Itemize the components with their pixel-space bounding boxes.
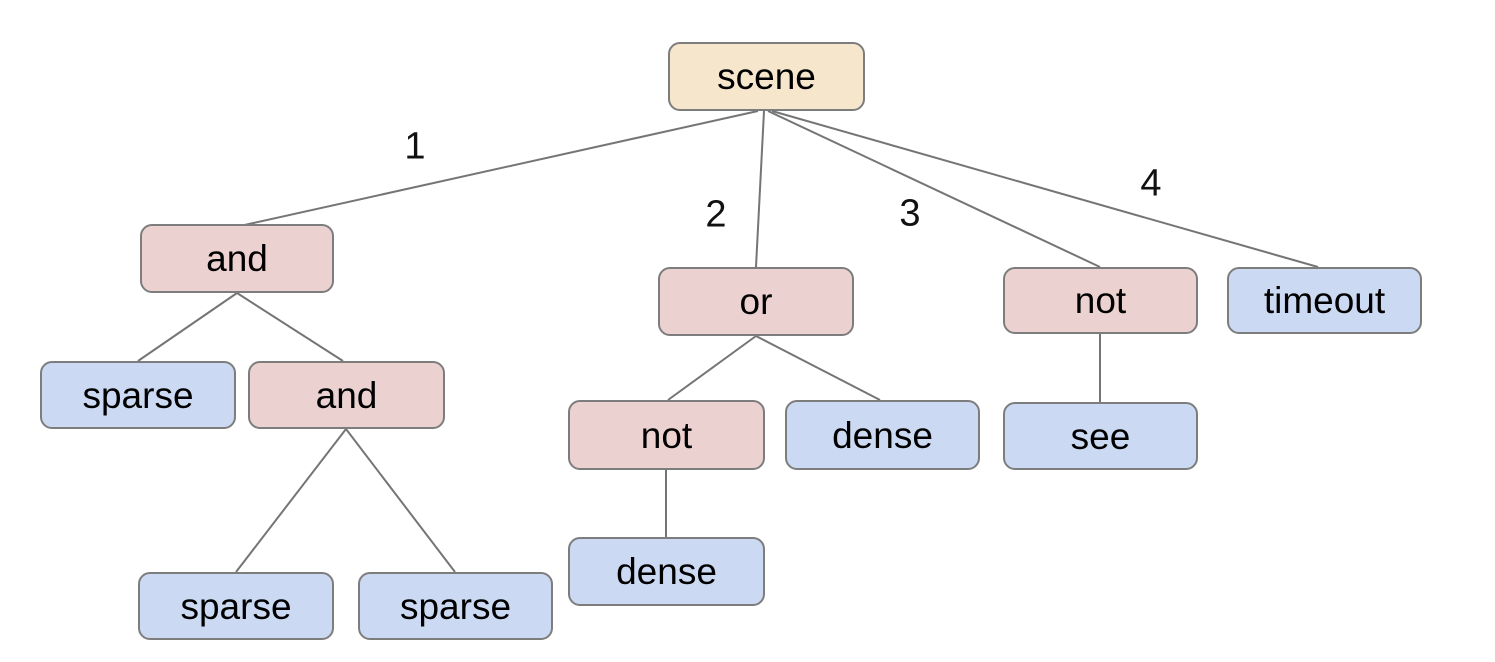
edge-scene-not <box>767 110 1101 268</box>
node-and-level2: and <box>248 361 445 429</box>
edge-or-dense <box>755 335 881 401</box>
edge-and1-and2 <box>236 292 344 362</box>
node-scene: scene <box>668 42 865 111</box>
branch-label-2: 2 <box>705 193 727 236</box>
node-and-level1: and <box>140 224 334 293</box>
branch-label-4: 4 <box>1140 162 1162 205</box>
edge-and1-sparse <box>137 292 238 362</box>
node-or: or <box>658 267 854 336</box>
node-see: see <box>1003 402 1198 470</box>
node-not-right: not <box>1003 267 1198 334</box>
node-sparse-left: sparse <box>40 361 236 429</box>
edge-scene-and1 <box>239 110 759 227</box>
branch-label-1: 1 <box>404 125 426 168</box>
edge-and2-sparse-l <box>235 428 347 573</box>
node-dense-under-not: dense <box>568 537 765 606</box>
node-sparse-bottom-right: sparse <box>358 572 553 640</box>
branch-label-3: 3 <box>899 192 921 235</box>
edge-scene-or <box>755 110 765 268</box>
edge-or-not <box>667 335 757 401</box>
edge-and2-sparse-r <box>345 428 456 573</box>
node-sparse-bottom-left: sparse <box>138 572 334 640</box>
node-not-under-or: not <box>568 400 765 470</box>
node-timeout: timeout <box>1227 267 1422 334</box>
edge-scene-timeout <box>771 110 1319 268</box>
node-dense-under-or: dense <box>785 400 980 470</box>
